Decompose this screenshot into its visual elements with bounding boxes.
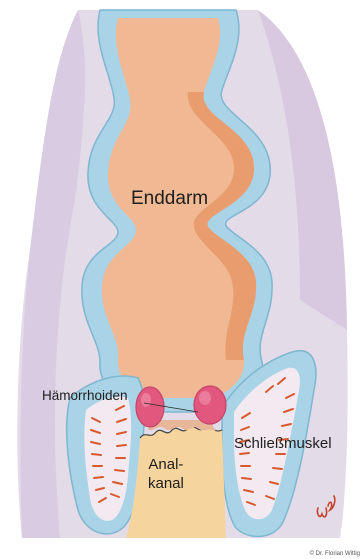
label-rectum: Enddarm <box>131 188 208 210</box>
hemorrhoid-left-highlight <box>141 393 151 407</box>
label-hemorrhoids: Hämorrhoiden <box>42 388 128 403</box>
label-anal-canal-line1: Anal- <box>148 455 184 474</box>
hemorrhoid-right-highlight <box>199 391 211 405</box>
hemorrhoid-right <box>194 386 226 424</box>
hemorrhoid-left <box>136 387 164 427</box>
label-sphincter: Schließmuskel <box>234 435 332 452</box>
label-anal-canal: Anal- kanal <box>148 455 184 493</box>
copyright-credit: © Dr. Florian Wittig <box>310 551 360 557</box>
label-anal-canal-line2: kanal <box>148 474 184 493</box>
